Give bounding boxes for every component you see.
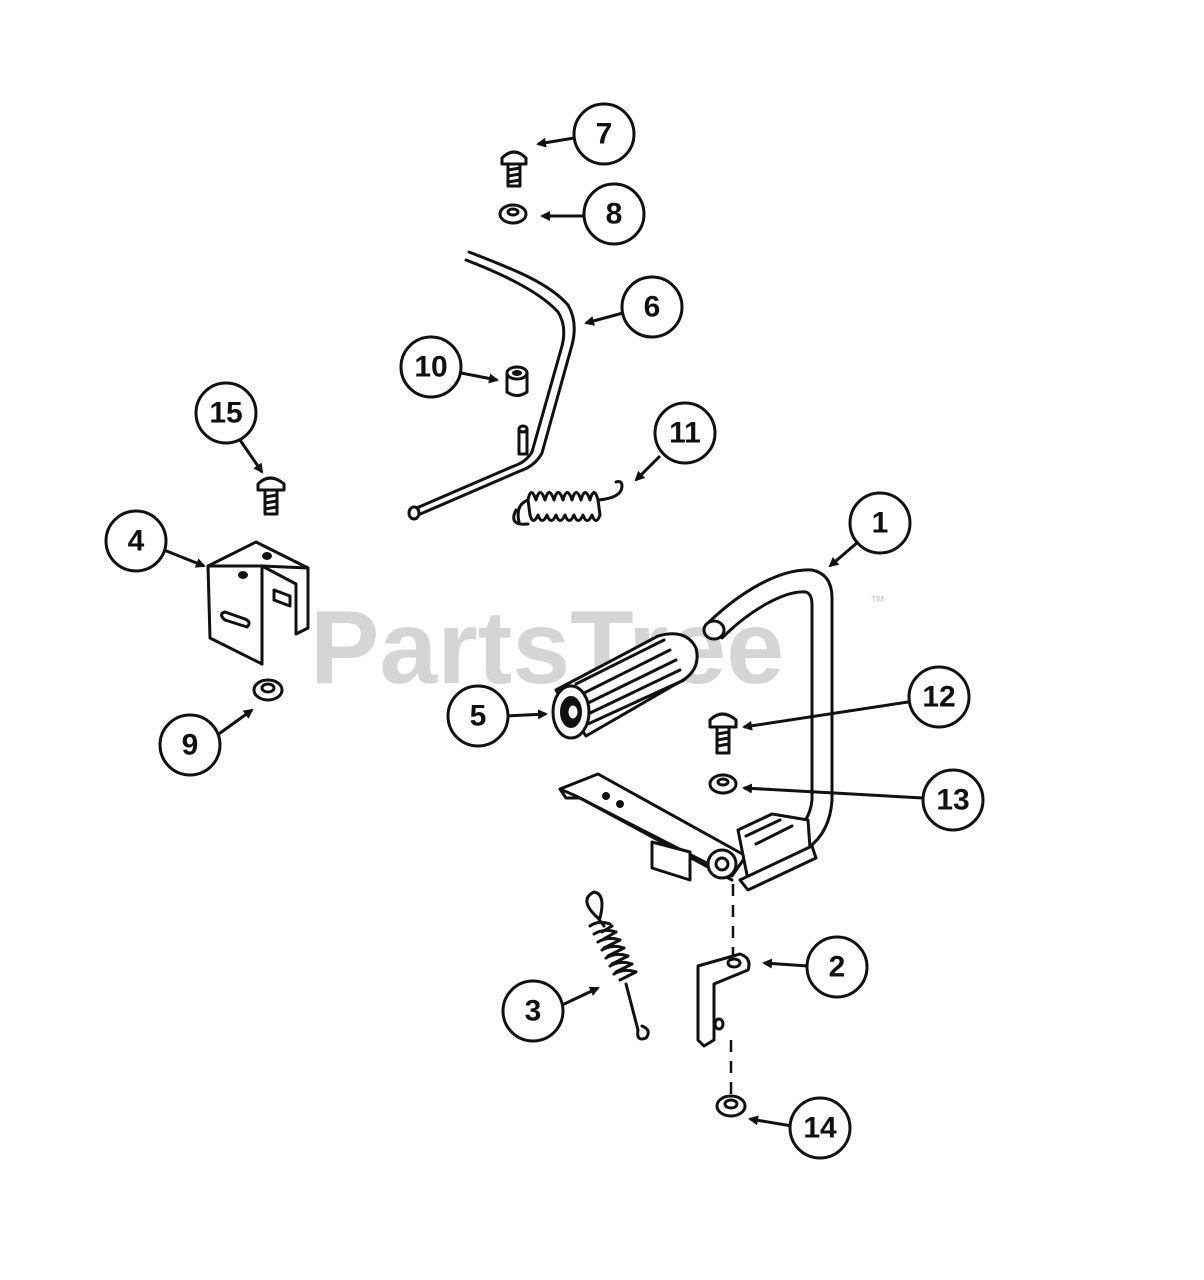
part-12-bolt bbox=[708, 712, 738, 755]
callout-1: 1 bbox=[848, 491, 912, 555]
callout-6: 6 bbox=[620, 275, 684, 339]
pedal-lever bbox=[558, 772, 818, 892]
callout-7: 7 bbox=[572, 102, 636, 166]
watermark-trademark: ™ bbox=[870, 593, 885, 610]
leader-7 bbox=[536, 136, 575, 148]
callout-11-label: 11 bbox=[669, 417, 701, 450]
callout-6-label: 6 bbox=[644, 291, 661, 324]
callout-13: 13 bbox=[921, 768, 985, 832]
leader-14 bbox=[748, 1115, 793, 1128]
callout-5: 5 bbox=[446, 684, 510, 748]
callout-10-label: 10 bbox=[414, 351, 447, 384]
callout-8: 8 bbox=[582, 182, 646, 246]
callout-4: 4 bbox=[104, 509, 168, 573]
leader-15 bbox=[238, 439, 264, 474]
part-8-nut bbox=[498, 203, 528, 225]
callout-5-label: 5 bbox=[470, 700, 487, 733]
callout-12-label: 12 bbox=[922, 681, 955, 714]
part-13-nut bbox=[708, 773, 738, 795]
callout-10: 10 bbox=[399, 335, 463, 399]
callout-14-label: 14 bbox=[803, 1112, 837, 1145]
part-3-spring bbox=[585, 890, 650, 1041]
leader-13 bbox=[742, 783, 924, 800]
part-4-bracket bbox=[206, 540, 310, 666]
leader-1 bbox=[828, 540, 859, 568]
callout-14: 14 bbox=[788, 1096, 852, 1160]
callout-15-label: 15 bbox=[209, 397, 242, 430]
callout-2-label: 2 bbox=[829, 951, 846, 984]
part-5-grip bbox=[551, 632, 699, 740]
watermark: PartsTree bbox=[310, 590, 784, 706]
part-1-pedal-arm bbox=[702, 568, 834, 850]
leader-9 bbox=[215, 708, 254, 738]
callout-8-label: 8 bbox=[606, 198, 623, 231]
leader-5 bbox=[504, 709, 548, 720]
part-11-spring bbox=[512, 480, 624, 526]
part-2-bracket bbox=[696, 952, 751, 1048]
callout-1-label: 1 bbox=[872, 507, 889, 540]
leader-12 bbox=[742, 700, 909, 731]
part-7-bolt bbox=[500, 150, 528, 188]
callout-15: 15 bbox=[194, 381, 258, 445]
part-9-nut bbox=[252, 678, 284, 702]
callout-11: 11 bbox=[653, 401, 717, 465]
callout-9: 9 bbox=[158, 713, 222, 777]
part-15-screw bbox=[256, 476, 286, 516]
part-14-nut bbox=[715, 1094, 747, 1118]
callout-3: 3 bbox=[501, 979, 565, 1043]
leader-10 bbox=[455, 370, 499, 384]
callout-12: 12 bbox=[907, 665, 971, 729]
part-6-rod bbox=[407, 250, 576, 521]
callout-13-label: 13 bbox=[936, 784, 969, 817]
callout-3-label: 3 bbox=[525, 995, 542, 1028]
leader-2 bbox=[762, 958, 809, 969]
callout-9-label: 9 bbox=[182, 729, 199, 762]
leader-6 bbox=[584, 311, 624, 326]
part-10-spacer bbox=[505, 365, 529, 397]
leader-3 bbox=[559, 986, 600, 1008]
callout-2: 2 bbox=[805, 935, 869, 999]
callout-7-label: 7 bbox=[596, 118, 613, 151]
callout-4-label: 4 bbox=[128, 525, 145, 558]
leader-4 bbox=[163, 548, 206, 568]
leader-11 bbox=[634, 454, 662, 482]
